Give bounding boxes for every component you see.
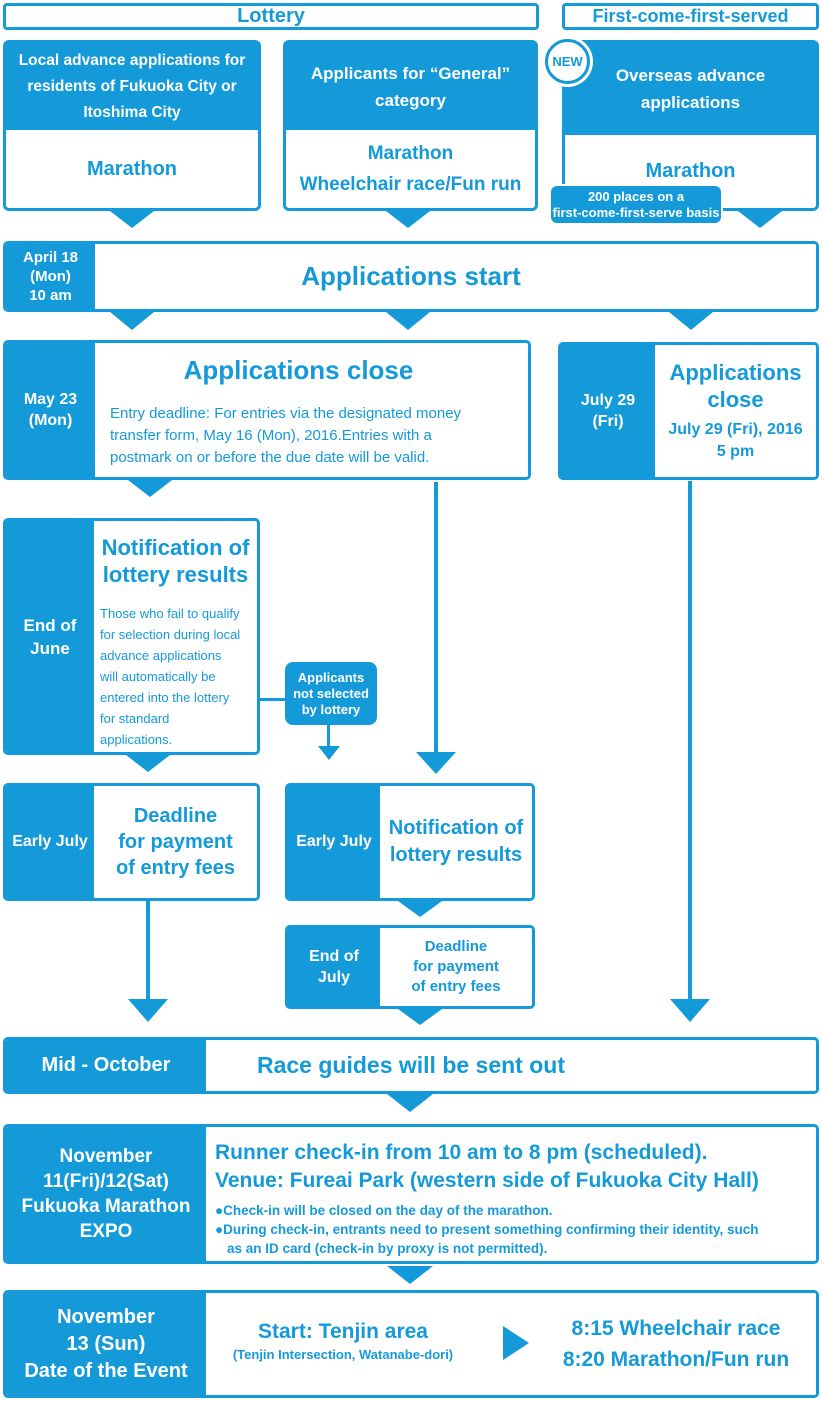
connector-line — [260, 698, 285, 701]
first-come-first-served-header: First-come-first-served — [562, 3, 819, 30]
flow-line — [434, 482, 438, 754]
not-selected-callout: Applicants not selected by lottery — [285, 662, 377, 725]
panel-local-applications: Local advance applications for residents… — [3, 40, 261, 211]
arrow-down-icon — [386, 312, 430, 330]
row-applications-start: April 18 (Mon) 10 am Applications start — [3, 241, 819, 312]
arrow-down-icon — [398, 1009, 442, 1025]
race-guides-title: Race guides will be sent out — [256, 1052, 565, 1078]
event-start-note: (Tenjin Intersection, Watanabe-dori) — [232, 1347, 454, 1362]
date-label-end-of-july: End of July — [288, 928, 380, 1006]
event-start-location: Start: Tenjin area — [258, 1320, 428, 1343]
event-start-times: 8:15 Wheelchair race 8:20 Marathon/Fun r… — [562, 1317, 790, 1371]
arrow-down-icon — [669, 312, 713, 330]
applications-start-title: Applications start — [301, 261, 521, 291]
row-event-day: November 13 (Sun) Date of the Event Star… — [3, 1290, 819, 1398]
payment-deadline-general-title: Deadline for payment of entry fees — [411, 938, 501, 995]
expo-checkin-line2: Venue: Fureai Park (western side of Fuku… — [215, 1169, 759, 1192]
arrow-down-icon — [738, 211, 782, 228]
arrowhead-down-icon — [318, 746, 340, 760]
arrowhead-down-icon — [128, 999, 168, 1022]
flow-line — [146, 901, 150, 1001]
arrow-down-icon — [387, 1094, 433, 1112]
expo-bullet-2: ●During check-in, entrants need to prese… — [215, 1222, 759, 1256]
lottery-header: Lottery — [3, 3, 539, 30]
arrow-down-icon — [110, 211, 154, 228]
date-label-expo: November 11(Fri)/12(Sat) Fukuoka Maratho… — [6, 1127, 206, 1261]
row-applications-close-fcfs: July 29 (Fri) Applications close July 29… — [558, 342, 819, 480]
panel-overseas-title: Overseas advance applications — [565, 43, 816, 135]
applications-close-fcfs-date-text: July 29 (Fri), 2016 5 pm — [668, 421, 803, 460]
lottery-results-local-title: Notification of lottery results — [101, 535, 250, 587]
row-payment-deadline-local: Early July Deadline for payment of entry… — [3, 783, 260, 901]
row-applications-close-lottery: May 23 (Mon) Applications close Entry de… — [3, 340, 531, 480]
arrowhead-down-icon — [416, 752, 456, 774]
date-label-end-of-june: End of June — [6, 521, 94, 752]
panel-general-title: Applicants for “General” category — [286, 43, 535, 130]
panel-general-races: Marathon Wheelchair race/Fun run — [299, 143, 522, 195]
date-label-april18: April 18 (Mon) 10 am — [6, 244, 95, 309]
arrow-down-icon — [126, 755, 170, 772]
panel-general-applications: Applicants for “General” category Marath… — [283, 40, 538, 211]
arrowhead-down-icon — [670, 999, 710, 1022]
applications-close-fcfs-title: Applications close — [669, 360, 802, 412]
arrow-down-icon — [398, 901, 442, 917]
panel-overseas-applications: Overseas advance applications Marathon — [562, 40, 819, 211]
date-label-may23: May 23 (Mon) — [6, 343, 95, 477]
arrow-down-icon — [110, 312, 154, 330]
panel-overseas-races: Marathon — [645, 160, 736, 182]
row-lottery-results-general: Early July Notification of lottery resul… — [285, 783, 535, 901]
lottery-results-general-title: Notification of lottery results — [388, 817, 524, 866]
row-race-guides: Mid - October Race guides will be sent o… — [3, 1037, 819, 1094]
panel-local-races: Marathon — [87, 157, 177, 180]
row-payment-deadline-general: End of July Deadline for payment of entr… — [285, 925, 535, 1009]
arrow-right-icon — [503, 1326, 529, 1360]
arrow-down-icon — [128, 480, 172, 497]
date-label-july29: July 29 (Fri) — [561, 345, 655, 477]
flow-line — [327, 725, 330, 748]
row-expo-checkin: November 11(Fri)/12(Sat) Fukuoka Maratho… — [3, 1124, 819, 1264]
date-label-early-july-right: Early July — [288, 786, 380, 898]
date-label-event-day: November 13 (Sun) Date of the Event — [6, 1293, 206, 1395]
expo-bullet-1: ●Check-in will be closed on the day of t… — [215, 1203, 553, 1218]
note-200-places: 200 places on a first-come-first-serve b… — [549, 184, 723, 225]
entry-deadline-text: Entry deadline: For entries via the desi… — [110, 405, 462, 466]
lottery-results-local-text: Those who fail to qualify for selection … — [100, 606, 241, 747]
arrow-down-icon — [386, 211, 430, 228]
date-label-early-july-left: Early July — [6, 786, 94, 898]
applications-close-title: Applications close — [183, 355, 414, 385]
new-badge: NEW — [545, 39, 590, 84]
date-label-mid-october: Mid - October — [6, 1040, 206, 1091]
payment-deadline-local-title: Deadline for payment of entry fees — [116, 805, 235, 879]
flow-line — [688, 481, 692, 1001]
panel-local-title: Local advance applications for residents… — [6, 43, 258, 130]
expo-checkin-line1: Runner check-in from 10 am to 8 pm (sche… — [215, 1141, 708, 1164]
row-lottery-results-local: End of June Notification of lottery resu… — [3, 518, 260, 755]
arrow-down-icon — [387, 1266, 433, 1284]
